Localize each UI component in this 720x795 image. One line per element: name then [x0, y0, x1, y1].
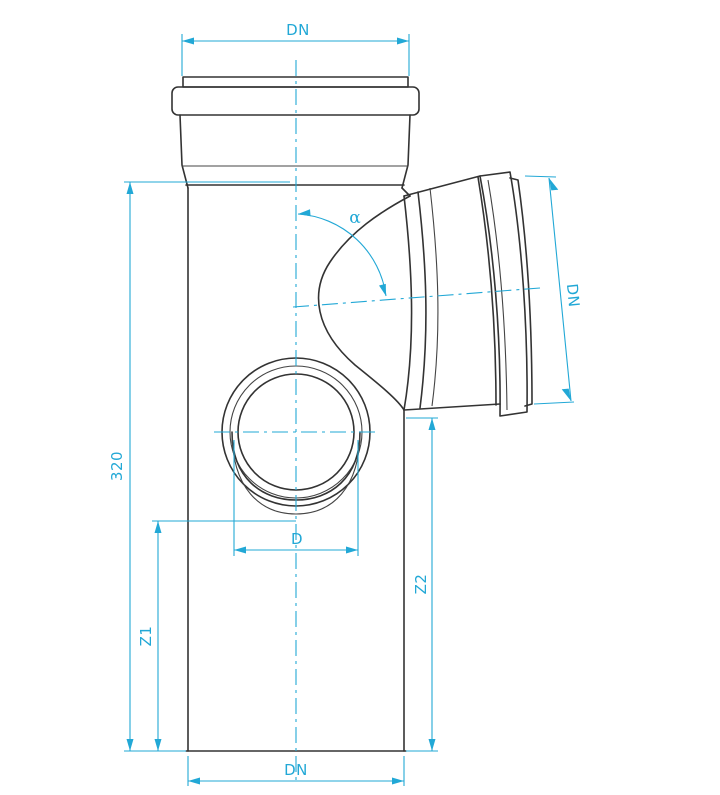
d-label: D	[291, 530, 303, 548]
height-arrow-top	[126, 182, 134, 194]
dn-top-label: DN	[286, 21, 310, 39]
alpha-arc	[297, 213, 387, 297]
socket-ring	[171, 86, 420, 116]
height-arrow-bottom	[126, 739, 134, 751]
dn-branch-arrow-top	[549, 178, 559, 191]
z1-label: Z1	[137, 626, 155, 647]
alpha-arrow-start	[298, 209, 311, 217]
dn-branch-arrow-bottom	[561, 388, 571, 401]
branch-collar	[479, 171, 528, 417]
branch-collar-inner	[487, 179, 508, 411]
dn-branch-ext-bottom	[533, 401, 575, 405]
d-arrow-right	[346, 546, 358, 554]
socket-body-right	[401, 114, 411, 189]
z2-arrow-bottom	[428, 739, 436, 751]
dimensions: DN DN 320 Z1 Z2 D	[108, 21, 583, 786]
socket-body-left	[179, 114, 189, 189]
dn-branch-dim-line	[548, 177, 572, 402]
dn-top-arrow-right	[397, 37, 409, 45]
branch-lip	[509, 177, 533, 407]
branch-body-bottom	[403, 403, 501, 411]
height-label: 320	[108, 451, 126, 481]
branch-ring-2	[429, 187, 439, 407]
branch-ring-1	[417, 191, 427, 409]
dn-branch-label: DN	[563, 283, 583, 308]
main-pipe	[171, 76, 420, 752]
z1-arrow-top	[154, 521, 162, 533]
dn-bottom-arrow-right	[392, 777, 404, 785]
outlet-front-shadow	[231, 431, 361, 515]
z2-arrow-top	[428, 418, 436, 430]
dn-top-arrow-left	[182, 37, 194, 45]
z2-label: Z2	[412, 574, 430, 595]
branch-pipe	[317, 171, 533, 417]
dn-bottom-label: DN	[284, 761, 308, 779]
alpha-label: α	[349, 208, 361, 228]
branch-ring-3	[477, 176, 497, 406]
z1-arrow-bottom	[154, 739, 162, 751]
d-arrow-left	[234, 546, 246, 554]
branch-saddle	[317, 195, 411, 411]
dn-bottom-arrow-left	[188, 777, 200, 785]
alpha-arrow-end	[379, 283, 386, 296]
branch-body-end	[403, 195, 413, 411]
dn-branch-ext-top	[524, 175, 557, 178]
branch-body-top	[403, 175, 481, 197]
centre-lines	[214, 60, 541, 782]
branch-axis-line	[292, 287, 541, 308]
